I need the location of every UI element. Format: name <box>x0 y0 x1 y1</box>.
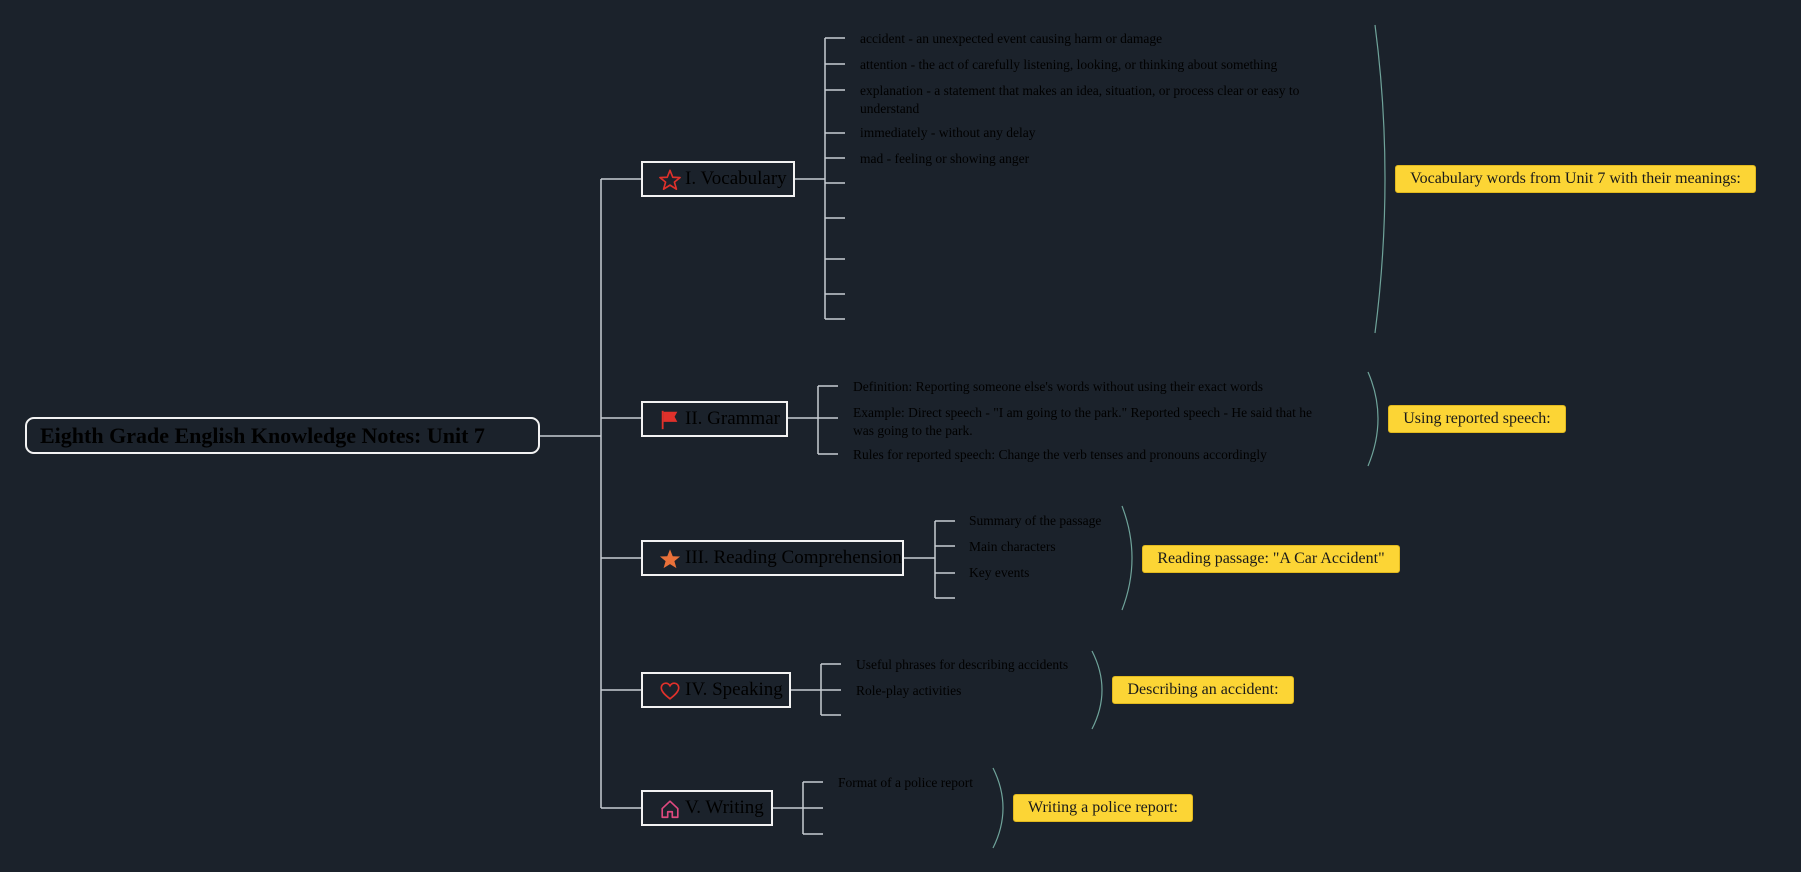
list-item: Definition: Reporting someone else's wor… <box>853 379 1263 394</box>
summary-callout[interactable]: Using reported speech: <box>1388 405 1566 433</box>
branch-speaking[interactable]: IV. Speaking <box>641 672 791 708</box>
heart-icon <box>660 682 680 700</box>
list-item: Useful phrases for describing accidents <box>856 657 1069 672</box>
star-filled-icon <box>659 549 681 569</box>
branch-vocabulary[interactable]: I. Vocabulary <box>641 161 795 197</box>
branch-label: IV. Speaking <box>685 679 783 700</box>
list-item: Format of a police report <box>838 775 973 790</box>
summary-callout[interactable]: Writing a police report: <box>1013 794 1193 822</box>
branch-reading-comprehension[interactable]: III. Reading Comprehension <box>641 540 904 576</box>
branch-grammar[interactable]: II. Grammar <box>641 401 788 437</box>
branch-label: I. Vocabulary <box>685 168 787 189</box>
list-item: Role-play activities <box>856 683 962 698</box>
star-outline-icon <box>659 169 681 190</box>
branch-label: III. Reading Comprehension <box>685 547 902 568</box>
summary-callout[interactable]: Reading passage: "A Car Accident" <box>1142 545 1400 573</box>
list-item: Example: Direct speech - "I am going to … <box>853 405 1312 438</box>
summary-callout[interactable]: Vocabulary words from Unit 7 with their … <box>1395 165 1756 193</box>
list-item: accident - an unexpected event causing h… <box>860 31 1163 46</box>
list-item: Summary of the passage <box>969 513 1102 528</box>
list-item: Rules for reported speech: Change the ve… <box>853 447 1267 462</box>
summary-callout[interactable]: Describing an accident: <box>1112 676 1294 704</box>
list-item: explanation - a statement that makes an … <box>860 83 1300 116</box>
branch-label: V. Writing <box>685 797 764 818</box>
branch-writing[interactable]: V. Writing <box>641 790 773 826</box>
flag-icon <box>661 410 678 430</box>
root-topic[interactable]: Eighth Grade English Knowledge Notes: Un… <box>25 417 540 454</box>
summary-braces <box>992 24 1386 849</box>
branch-label: II. Grammar <box>685 408 780 429</box>
list-item: Main characters <box>969 539 1056 554</box>
list-item: immediately - without any delay <box>860 125 1036 140</box>
list-item: attention - the act of carefully listeni… <box>860 57 1278 72</box>
list-item: Key events <box>969 565 1030 580</box>
house-icon <box>661 800 679 819</box>
list-item: mad - feeling or showing anger <box>860 151 1030 166</box>
